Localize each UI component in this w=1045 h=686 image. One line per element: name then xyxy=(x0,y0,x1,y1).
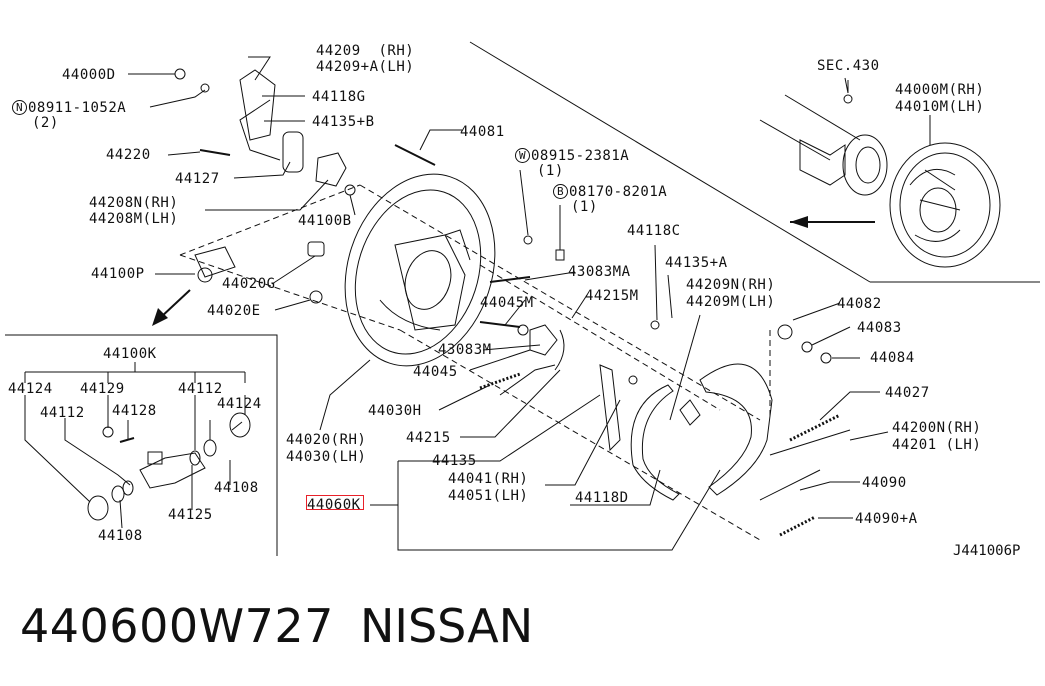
label-43083m: 43083M xyxy=(438,342,492,358)
springs-drawing xyxy=(199,99,851,537)
label-44135b: 44135+B xyxy=(312,114,375,130)
nut-symbol-icon: N xyxy=(12,100,27,115)
label-08170-qty: (1) xyxy=(571,199,598,215)
label-44020rh: 44020(RH) xyxy=(286,432,367,448)
separator-line xyxy=(469,41,1040,283)
label-44010m: 44010M(LH) xyxy=(895,99,985,115)
label-44020e: 44020E xyxy=(207,303,261,319)
label-44045: 44045 xyxy=(413,364,458,380)
label-44208m: 44208M(LH) xyxy=(89,211,179,227)
label-08170-number: 08170-8201A xyxy=(569,184,668,200)
label-44100k: 44100K xyxy=(103,346,157,362)
label-44041: 44041(RH) xyxy=(448,471,529,487)
axle-hub-drawing xyxy=(759,80,1001,268)
label-44112-right: 44112 xyxy=(178,381,223,397)
label-44030lh: 44030(LH) xyxy=(286,449,367,465)
small-parts-drawing xyxy=(174,68,832,385)
label-44124-left: 44124 xyxy=(8,381,53,397)
label-44209: 44209 (RH) xyxy=(316,43,415,59)
label-44082: 44082 xyxy=(837,296,882,312)
label-44090: 44090 xyxy=(862,475,907,491)
label-08911-qty: (2) xyxy=(32,115,59,131)
part-number: 440600W727 xyxy=(20,599,334,653)
label-44200n: 44200N(RH) xyxy=(892,420,982,436)
label-44220: 44220 xyxy=(106,147,151,163)
label-44027: 44027 xyxy=(885,385,930,401)
label-44030h: 44030H xyxy=(368,403,422,419)
label-44124-right: 44124 xyxy=(217,396,262,412)
label-44045m: 44045M xyxy=(480,295,534,311)
label-44118c: 44118C xyxy=(627,223,681,239)
label-44215m: 44215M xyxy=(585,288,639,304)
label-44209m: 44209M(LH) xyxy=(686,294,776,310)
label-44127: 44127 xyxy=(175,171,220,187)
backing-plate-drawing xyxy=(344,173,496,367)
label-44209a: 44209+A(LH) xyxy=(316,59,415,75)
diagram-reference-code: J441006P xyxy=(953,543,1021,559)
label-44090a: 44090+A xyxy=(855,511,918,527)
label-44209n: 44209N(RH) xyxy=(686,277,776,293)
wheel-cylinder-exploded xyxy=(87,412,251,521)
label-44129: 44129 xyxy=(80,381,125,397)
label-44118g: 44118G xyxy=(312,89,366,105)
label-44020g: 44020G xyxy=(222,276,276,292)
leader-lines xyxy=(24,56,931,551)
label-44084: 44084 xyxy=(870,350,915,366)
label-08915-qty: (1) xyxy=(537,163,564,179)
label-44083: 44083 xyxy=(857,320,902,336)
label-44000d: 44000D xyxy=(62,67,116,83)
bolt-symbol-icon: B xyxy=(553,184,568,199)
label-08915-number: 08915-2381A xyxy=(531,148,630,164)
label-08911-number: 08911-1052A xyxy=(28,100,127,116)
label-44135a: 44135+A xyxy=(665,255,728,271)
label-44108-left: 44108 xyxy=(98,528,143,544)
label-44135: 44135 xyxy=(432,453,477,469)
brand-name: NISSAN xyxy=(360,599,534,653)
label-44081: 44081 xyxy=(460,124,505,140)
label-44125: 44125 xyxy=(168,507,213,523)
label-44100p: 44100P xyxy=(91,266,145,282)
label-44128: 44128 xyxy=(112,403,157,419)
label-44215: 44215 xyxy=(406,430,451,446)
label-44201: 44201 (LH) xyxy=(892,437,982,453)
brake-shoes-drawing xyxy=(599,363,773,501)
label-43083ma: 43083MA xyxy=(568,264,631,280)
label-44112-left: 44112 xyxy=(40,405,85,421)
highlighted-part-box xyxy=(306,495,364,510)
label-44208n: 44208N(RH) xyxy=(89,195,179,211)
label-44100b: 44100B xyxy=(298,213,352,229)
label-sec430: SEC.430 xyxy=(817,58,880,74)
washer-symbol-icon: W xyxy=(515,148,530,163)
label-44118d: 44118D xyxy=(575,490,629,506)
inset-frame xyxy=(5,334,278,556)
label-44051: 44051(LH) xyxy=(448,488,529,504)
label-44108-right: 44108 xyxy=(214,480,259,496)
label-44000m: 44000M(RH) xyxy=(895,82,985,98)
